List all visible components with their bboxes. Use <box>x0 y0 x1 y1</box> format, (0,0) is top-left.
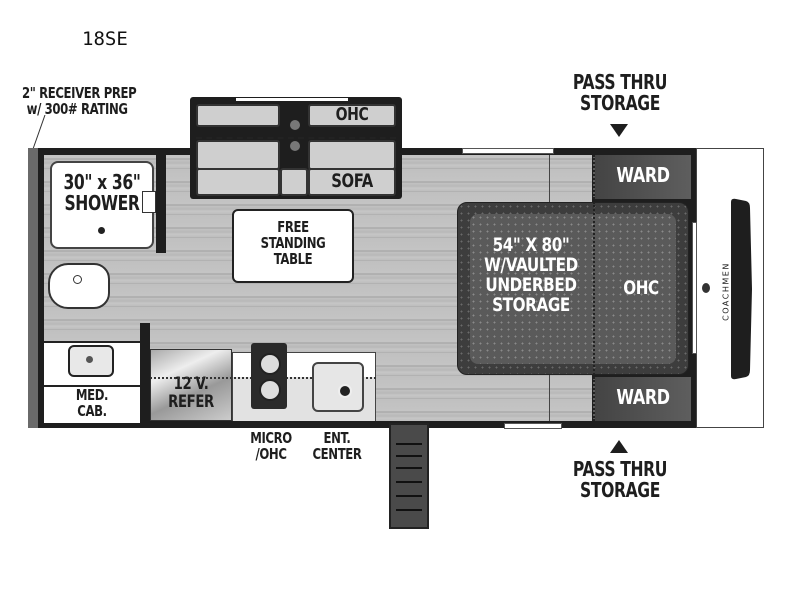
sofa-label: SOFA <box>331 170 373 192</box>
receiver-line-1: 2" RECEIVER PREP <box>22 84 137 102</box>
pass-thru-storage-bottom-label: PASS THRU STORAGE <box>565 459 674 501</box>
shower-drain-icon <box>98 227 105 234</box>
ent-center-label: ENT. CENTER <box>310 429 365 463</box>
sofa-cushion-left-mid <box>196 140 280 170</box>
refer-line-1: 12 V. <box>173 374 209 394</box>
kitchen-sink-icon <box>312 362 364 412</box>
step-tread <box>396 509 422 511</box>
step-tread <box>396 467 422 469</box>
bed-ohc-divider <box>593 202 595 375</box>
bed-ohc-label: OHC <box>623 277 659 299</box>
sink-drain-icon <box>86 356 93 363</box>
bed-line-4: STORAGE <box>492 293 570 316</box>
med-cab-divider <box>44 385 140 387</box>
free-standing-table[interactable]: FREE STANDING TABLE <box>232 209 354 283</box>
ent-line-2: CENTER <box>312 444 362 463</box>
front-storage-bay-icon <box>731 198 752 380</box>
refer-label: 12 V. REFER <box>160 374 222 412</box>
pass-thru-bottom-line-1: PASS THRU <box>572 457 668 481</box>
sofa-speaker-2 <box>290 141 300 151</box>
receiver-leader-line <box>32 115 46 150</box>
mattress <box>470 214 676 364</box>
sofa-dashed-line <box>196 137 396 139</box>
micro-line-1: MICRO <box>250 429 292 447</box>
brand-logo: COACHMEN <box>702 255 744 335</box>
slideout-window <box>236 98 348 101</box>
sofa-cushion-right-mid <box>308 140 396 170</box>
stove-cooktop-icon <box>251 343 287 409</box>
med-cab-label: MED. CAB. <box>55 386 130 420</box>
micro-ohc-label: MICRO /OHC <box>245 429 296 463</box>
shower-line-2: SHOWER <box>64 191 140 215</box>
receiver-prep-callout: 2" RECEIVER PREP w/ 300# RATING <box>22 84 147 118</box>
sofa-cushion-left-top <box>196 104 280 127</box>
coachmen-logo-icon <box>702 283 710 293</box>
shower-pan[interactable]: 30" x 36" SHOWER <box>50 161 154 249</box>
table-line-1: FREE <box>277 218 309 236</box>
sink-drain-icon <box>338 384 352 398</box>
rear-bumper <box>28 148 38 428</box>
ward-bottom-label: WARD <box>616 385 670 409</box>
sofa-ohc: OHC <box>308 104 396 127</box>
brand-text: COACHMEN <box>721 262 731 321</box>
window-top <box>462 148 554 154</box>
shower-label: 30" x 36" SHOWER <box>63 172 141 214</box>
bed-line-2: W/VAULTED <box>484 253 578 276</box>
bath-sink-icon <box>68 345 114 377</box>
sofa-speaker-1 <box>290 120 300 130</box>
micro-line-2: /OHC <box>255 444 287 463</box>
pass-thru-top-line-2: STORAGE <box>580 91 660 115</box>
sofa-ohc-label: OHC <box>335 104 369 125</box>
window-bottom <box>504 423 562 429</box>
bath-wall-vertical <box>156 155 166 253</box>
refrigerator[interactable]: 12 V. REFER <box>150 349 232 421</box>
sofa-cushion-left-bottom <box>196 168 280 196</box>
toilet-icon <box>48 263 110 309</box>
receiver-line-2: w/ 300# RATING <box>26 99 128 118</box>
burner-2-icon <box>259 379 281 401</box>
wardrobe-top[interactable]: WARD <box>593 155 691 199</box>
arrow-up-icon <box>610 440 628 453</box>
step-tread <box>396 495 422 497</box>
step-tread <box>396 455 422 457</box>
bed-line-3: UNDERBED <box>485 273 577 296</box>
shower-faucet-icon <box>142 191 156 213</box>
med-cab-line-2: CAB. <box>77 401 107 420</box>
model-title: 18SE <box>82 28 128 50</box>
toilet-bowl-icon <box>73 275 82 284</box>
ward-top-label: WARD <box>616 163 670 187</box>
pass-thru-storage-top-label: PASS THRU STORAGE <box>565 72 674 114</box>
arrow-down-icon <box>610 124 628 137</box>
burner-1-icon <box>259 353 281 375</box>
front-window <box>692 222 697 354</box>
wardrobe-bottom[interactable]: WARD <box>593 377 691 421</box>
bed-line-1: 54" X 80" <box>492 234 570 256</box>
ent-line-1: ENT. <box>323 429 351 447</box>
shower-line-1: 30" x 36" <box>63 170 141 194</box>
bath-wall-lower <box>140 323 150 421</box>
sofa-cushion-center-bottom <box>280 168 308 196</box>
pass-thru-top-line-1: PASS THRU <box>572 70 668 94</box>
table-line-2: STANDING <box>260 233 326 252</box>
sofa-cushion-right-bottom: SOFA <box>308 168 396 196</box>
step-tread <box>396 443 422 445</box>
table-line-3: TABLE <box>273 249 313 268</box>
pass-thru-bottom-line-2: STORAGE <box>580 478 660 502</box>
step-tread <box>396 481 422 483</box>
entry-steps[interactable] <box>389 423 429 529</box>
med-cab-line-1: MED. <box>75 386 109 404</box>
table-label: FREE STANDING TABLE <box>247 218 339 268</box>
refer-line-2: REFER <box>168 391 214 412</box>
bed-label: 54" X 80" W/VAULTED UNDERBED STORAGE <box>481 234 582 316</box>
